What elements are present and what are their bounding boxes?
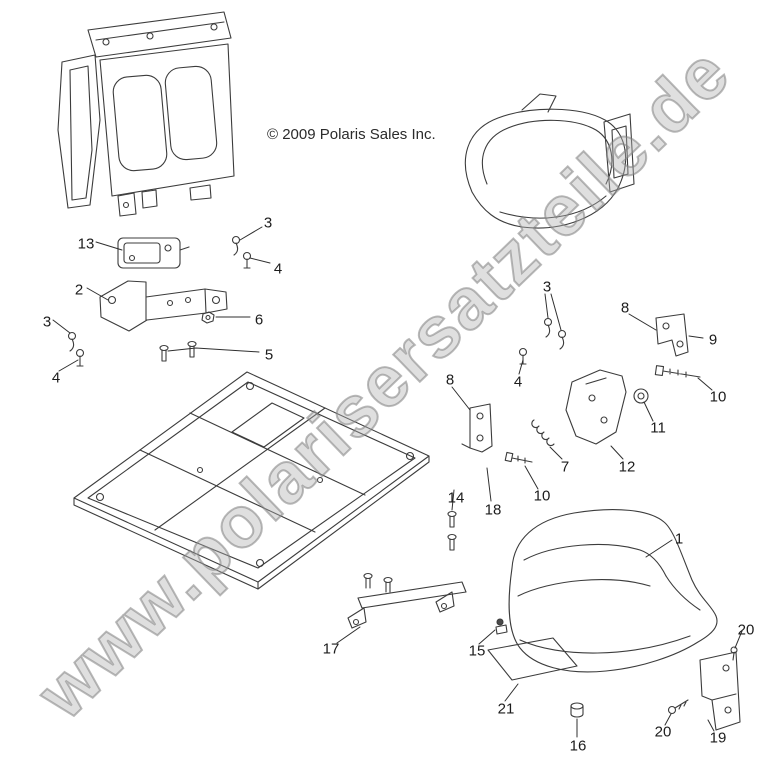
hardware-screws-14 (447, 510, 457, 551)
part-seat-frame (73, 371, 430, 590)
callout-15: 15 (468, 642, 486, 660)
callout-3: 3 (542, 278, 552, 296)
callout-8: 8 (620, 299, 630, 317)
callout-10: 10 (533, 487, 551, 505)
hardware-bolt-10-mid (504, 451, 533, 464)
hardware-spring-7 (531, 419, 555, 447)
callout-2: 2 (74, 281, 84, 299)
callout-10: 10 (709, 388, 727, 406)
callout-3: 3 (42, 313, 52, 331)
callout-4: 4 (513, 373, 523, 391)
callout-7: 7 (560, 458, 570, 476)
callout-9: 9 (708, 331, 718, 349)
callout-5: 5 (264, 346, 274, 364)
part-seat-bracket-front (347, 572, 467, 629)
callout-20: 20 (737, 621, 755, 639)
callout-19: 19 (709, 729, 727, 747)
part-backrest-cushion (464, 93, 635, 229)
part-mount-bracket (99, 280, 228, 332)
callout-6: 6 (254, 311, 264, 329)
callout-4: 4 (273, 260, 283, 278)
part-bracket-9 (655, 313, 689, 357)
callout-8: 8 (445, 371, 455, 389)
hardware-nut-16 (570, 702, 584, 718)
part-seat-bottom (508, 509, 718, 673)
hardware-screw-left (75, 348, 85, 367)
hardware-screw-20-top (730, 646, 738, 661)
callout-4: 4 (51, 369, 61, 387)
hardware-screw-20-bottom (667, 699, 689, 715)
copyright-text: © 2009 Polaris Sales Inc. (267, 126, 436, 143)
leader-lines (52, 226, 743, 738)
hardware-clips-right (543, 317, 567, 350)
hardware-clip-15 (495, 618, 508, 635)
callout-17: 17 (322, 640, 340, 658)
callout-11: 11 (650, 419, 666, 437)
callout-12: 12 (618, 458, 636, 476)
callout-21: 21 (497, 700, 515, 718)
hardware-nut-6 (201, 311, 215, 324)
part-bracket-12 (565, 369, 627, 445)
hardware-screw-top (242, 251, 252, 269)
callout-20: 20 (654, 723, 672, 741)
callout-13: 13 (77, 235, 95, 253)
callout-14: 14 (447, 489, 465, 507)
callout-1: 1 (674, 530, 684, 548)
callout-16: 16 (569, 737, 587, 755)
callout-18: 18 (484, 501, 502, 519)
hardware-clip-left (67, 331, 77, 352)
hardware-spacer-11 (633, 388, 649, 404)
part-backrest-frame (57, 11, 235, 217)
hardware-bolt-10-right (654, 365, 701, 378)
hardware-screws-5 (159, 340, 197, 362)
part-bracket-8-mid (461, 403, 493, 453)
part-pad-21 (487, 637, 578, 681)
callout-3: 3 (263, 214, 273, 232)
part-latch (117, 237, 190, 269)
